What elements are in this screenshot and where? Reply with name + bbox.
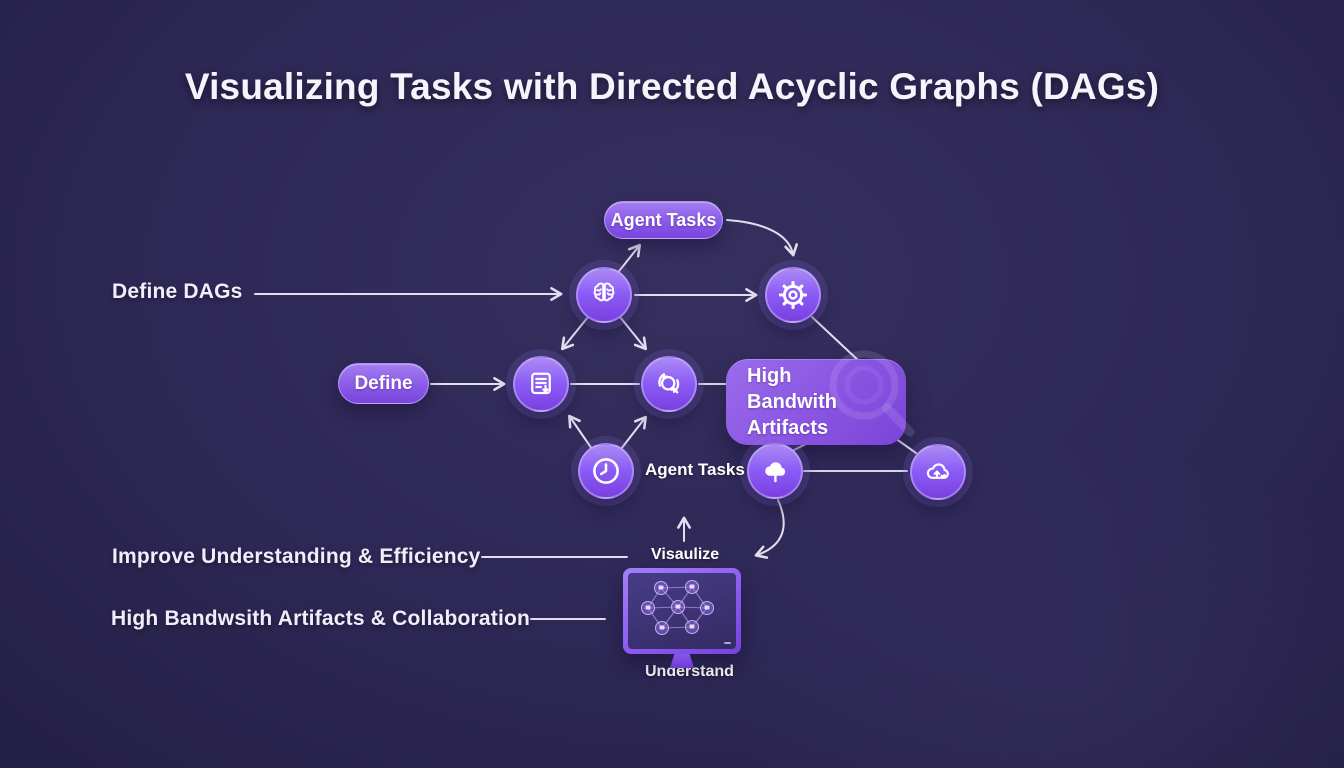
arrow-cloud-to-monitor: [754, 499, 785, 559]
node-gear: [765, 267, 821, 323]
monitor-dag-icon: [623, 568, 741, 668]
clock-icon: [593, 458, 619, 484]
screen-status-mark: [724, 642, 731, 644]
cloud-pin-icon: [765, 462, 786, 483]
pill-define-label: Define: [354, 372, 413, 394]
arrow-brain-to-document: [560, 316, 589, 351]
sync-search-icon: [658, 373, 680, 394]
label-improve-understanding: Improve Understanding & Efficiency: [112, 545, 481, 568]
pill-agent-tasks-label: Agent Tasks: [610, 209, 717, 230]
arrow-agent-tasks-pill-to-gear: [726, 219, 798, 257]
node-document: [513, 356, 569, 412]
box-label: High Bandwith Artifacts: [747, 365, 837, 439]
node-clock: [578, 443, 634, 499]
label-agent-tasks-inline: Agent Tasks: [645, 460, 745, 479]
mini-dag-network: [641, 580, 731, 644]
pill-agent-tasks: Agent Tasks: [604, 201, 723, 239]
arrow-clock-to-sync: [620, 415, 648, 450]
box-high-bandwith-artifacts: High Bandwith Artifacts: [726, 359, 906, 445]
node-brain: [576, 267, 632, 323]
arrow-brain-to-sync: [619, 316, 648, 351]
monitor-stand: [670, 654, 694, 668]
cloud-upload-icon: [926, 463, 949, 479]
page-title: Visualizing Tasks with Directed Acyclic …: [184, 66, 1160, 107]
gear-icon: [778, 280, 808, 310]
label-understand: Understand: [645, 663, 734, 680]
arrow-clock-to-document: [568, 414, 593, 450]
pill-define: Define: [338, 363, 429, 404]
label-high-bandwidth-collaboration: High Bandwsith Artifacts & Collaboration: [111, 607, 531, 630]
document-list-icon: [531, 372, 551, 395]
node-sync-search: [641, 356, 697, 412]
node-cloud: [747, 443, 803, 499]
brain-icon: [593, 282, 615, 302]
line-gear-to-box: [811, 316, 861, 363]
node-cloud-upload: [910, 444, 966, 500]
label-define-dags: Define DAGs: [112, 280, 243, 303]
label-visualize: Visaulize: [651, 546, 720, 563]
monitor-frame: [623, 568, 741, 654]
monitor-screen: [628, 573, 736, 649]
